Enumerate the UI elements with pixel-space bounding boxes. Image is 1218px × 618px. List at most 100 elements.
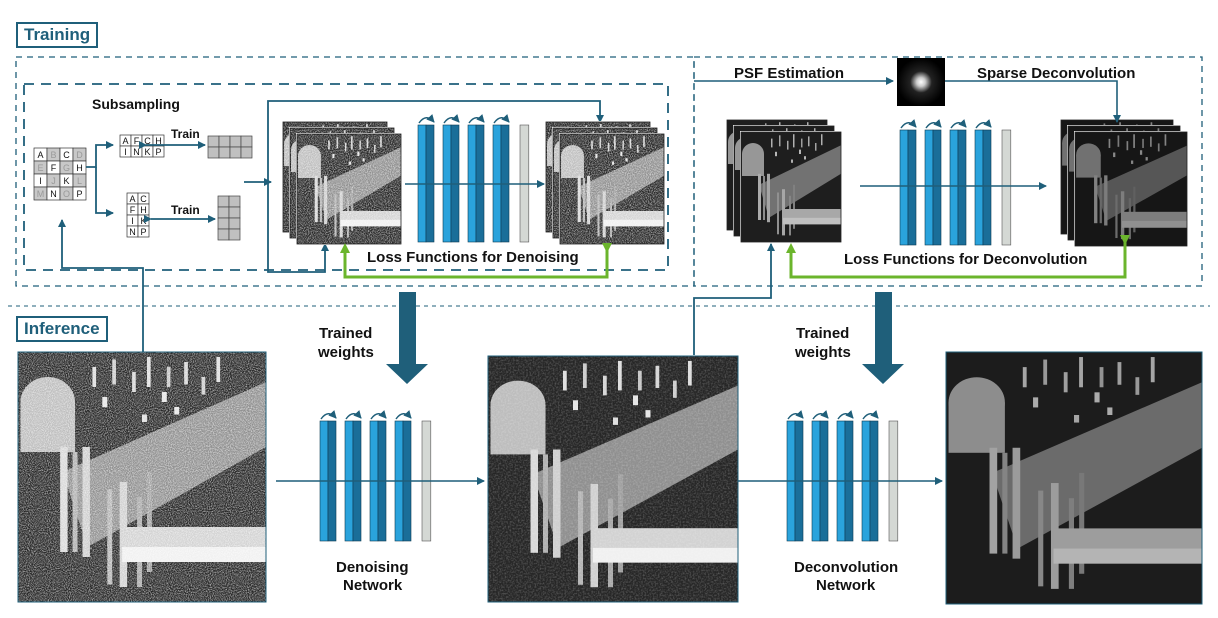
train-label-bottom: Train bbox=[171, 203, 200, 217]
grid-cell bbox=[229, 135, 242, 148]
subsampling-label: Subsampling bbox=[92, 96, 180, 112]
denoising-network-training bbox=[417, 114, 530, 243]
residual-arrow bbox=[443, 114, 460, 124]
residual-arrow bbox=[787, 410, 804, 420]
grid-letter: L bbox=[77, 176, 82, 186]
residual-arrow bbox=[950, 119, 967, 129]
denoising-loss-label: Loss Functions for Denoising bbox=[367, 249, 579, 266]
conv-layer bbox=[924, 129, 934, 246]
grid-letter: O bbox=[63, 189, 70, 199]
grid-letter: I bbox=[39, 176, 42, 186]
deconv-output-stack bbox=[1060, 119, 1188, 247]
residual-arrow bbox=[900, 119, 917, 129]
deconvolved-image bbox=[945, 351, 1203, 605]
residual-arrow bbox=[925, 119, 942, 129]
grid-cell bbox=[72, 186, 87, 201]
sparse-deconv-line bbox=[945, 80, 1121, 123]
residual-arrow bbox=[345, 410, 362, 420]
residual-arrow bbox=[320, 410, 337, 420]
denoised-training-stack bbox=[545, 121, 665, 245]
grid-letter: H bbox=[140, 205, 147, 215]
deconvolution-training-box bbox=[693, 56, 1203, 287]
grid-cell bbox=[217, 228, 230, 241]
grid-letter: A bbox=[129, 194, 135, 204]
grid-letter: J bbox=[51, 176, 56, 186]
stack-shade bbox=[741, 132, 841, 242]
deconvolution-network-training bbox=[899, 119, 1012, 246]
grid-letter: A bbox=[122, 136, 128, 146]
grid-letter: K bbox=[140, 216, 146, 226]
stack-border bbox=[559, 133, 665, 245]
grid-cell bbox=[228, 206, 241, 219]
conv-layer bbox=[974, 129, 984, 246]
deconvolution-network-inference bbox=[786, 410, 899, 542]
residual-arrow bbox=[812, 410, 829, 420]
grid-letter: K bbox=[63, 176, 69, 186]
grid-cell bbox=[217, 217, 230, 230]
row-target-grid bbox=[207, 135, 253, 159]
grid-cell bbox=[240, 146, 253, 159]
grid-cell bbox=[229, 146, 242, 159]
psf-estimation-label: PSF Estimation bbox=[734, 65, 844, 82]
conv-layer-shadow bbox=[932, 129, 942, 246]
trained-weights-2a: Trained bbox=[796, 325, 849, 342]
denoising-network-label-a: Denoising bbox=[336, 559, 409, 576]
train-label-top: Train bbox=[171, 127, 200, 141]
grid-letter: P bbox=[140, 227, 146, 237]
branch-line bbox=[95, 167, 114, 217]
deconvolution-network-label-a: Deconvolution bbox=[794, 559, 898, 576]
training-outer-box bbox=[15, 56, 695, 287]
conv-layer-shadow bbox=[957, 129, 967, 246]
grid-letter: B bbox=[50, 150, 56, 160]
grid-letter: E bbox=[37, 163, 43, 173]
grid-letter: C bbox=[140, 194, 147, 204]
residual-arrow bbox=[468, 114, 485, 124]
input-feedback-line bbox=[58, 219, 144, 354]
trained-weights-arrow-2 bbox=[862, 292, 904, 384]
denoising-loss-arrow bbox=[340, 243, 612, 279]
inference-label: Inference bbox=[16, 316, 108, 342]
grid-letter: I bbox=[124, 147, 127, 157]
grid-letter: M bbox=[37, 189, 45, 199]
trained-weights-1b: weights bbox=[317, 344, 374, 361]
conv-layer bbox=[899, 129, 909, 246]
grid-cell bbox=[240, 135, 253, 148]
branch-line bbox=[86, 141, 114, 168]
denoising-network-inference bbox=[319, 410, 432, 542]
grid-letter: H bbox=[76, 163, 83, 173]
deconvolution-loss-arrow bbox=[786, 235, 1130, 279]
stack-noise bbox=[297, 134, 401, 244]
trained-weights-1a: Trained bbox=[319, 325, 372, 342]
grid-cell bbox=[218, 135, 231, 148]
grid-cell bbox=[218, 146, 231, 159]
grid-letter: P bbox=[76, 189, 82, 199]
grid-cell bbox=[207, 135, 220, 148]
grid-cell bbox=[228, 195, 241, 208]
grid-letter: N bbox=[129, 227, 136, 237]
denoising-network-label-b: Network bbox=[343, 577, 403, 594]
grid-letter: I bbox=[131, 216, 134, 226]
noisy-training-stack bbox=[282, 121, 402, 245]
stack-noise bbox=[560, 134, 664, 244]
grid-letter: C bbox=[63, 150, 70, 160]
grid-letter: F bbox=[130, 205, 136, 215]
grid-cell bbox=[217, 195, 230, 208]
residual-arrow bbox=[493, 114, 510, 124]
grid-letter: N bbox=[50, 189, 57, 199]
residual-arrow bbox=[975, 119, 992, 129]
training-label: Training bbox=[16, 22, 99, 48]
deconvolution-loss-label: Loss Functions for Deconvolution bbox=[844, 251, 1087, 268]
denoised-image bbox=[487, 355, 739, 603]
deconvolution-network-label-b: Network bbox=[816, 577, 876, 594]
denoising-training-box bbox=[23, 83, 669, 271]
denoised-feedback-line bbox=[693, 243, 775, 355]
trained-weights-2b: weights bbox=[794, 344, 851, 361]
grid-cell bbox=[228, 217, 241, 230]
trained-weights-arrow-1 bbox=[386, 292, 428, 384]
stack-shade bbox=[1075, 132, 1187, 246]
grid-letter: D bbox=[76, 150, 83, 160]
grid-letter: K bbox=[144, 147, 150, 157]
noisy-input-image bbox=[17, 351, 267, 603]
